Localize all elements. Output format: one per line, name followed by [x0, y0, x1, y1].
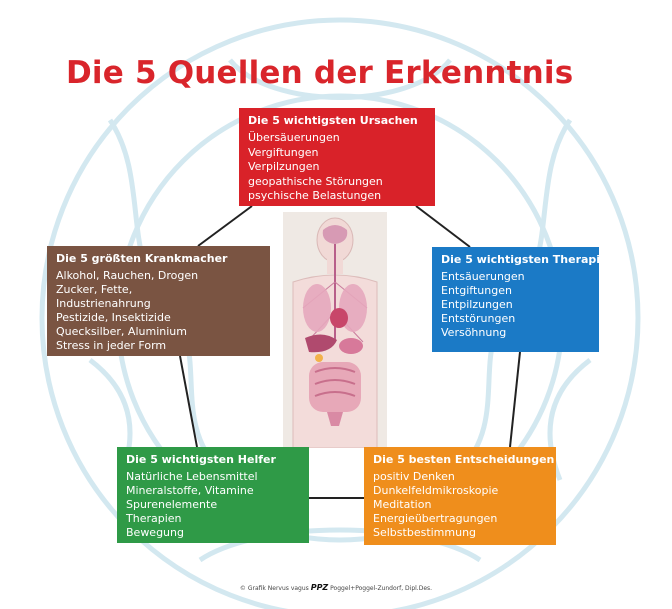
list-item: Entstörungen [441, 312, 516, 325]
page-title: Die 5 Quellen der Erkenntnis [66, 55, 574, 91]
list-item: Energieübertragungen [373, 512, 498, 525]
human-anatomy-illustration [283, 212, 387, 448]
box-causes: Die 5 wichtigsten Ursachen Übersäuerunge… [239, 108, 435, 206]
box-helpers: Die 5 wichtigsten Helfer Natürliche Lebe… [117, 447, 309, 543]
box-illness-heading: Die 5 größten Krankmacher [56, 252, 228, 265]
box-causes-heading: Die 5 wichtigsten Ursachen [248, 114, 418, 127]
list-item: Quecksilber, Aluminium [56, 325, 187, 338]
box-therapies-heading: Die 5 wichtigsten Therapien [441, 253, 599, 266]
credit-suffix: Poggel+Poggel-Zundorf, Dipl.Des. [330, 585, 433, 592]
list-item: positiv Denken [373, 470, 455, 483]
list-item: Natürliche Lebensmittel [126, 470, 258, 483]
list-item: geopathische Störungen [248, 174, 383, 188]
list-item: Selbstbestimmung [373, 526, 477, 539]
list-item: Entgiftungen [441, 284, 512, 297]
list-item: Vergiftungen [248, 145, 319, 159]
box-therapies: Die 5 wichtigsten Therapien Entsäuerunge… [432, 247, 599, 352]
list-item: Pestizide, Insektizide [56, 311, 171, 324]
credit-prefix: © Grafik Nervus vagus [239, 585, 309, 592]
list-item: Meditation [373, 498, 432, 511]
list-item: psychische Belastungen [248, 189, 382, 202]
list-item: Zucker, Fette, [56, 283, 133, 296]
list-item: Übersäuerungen [248, 131, 340, 144]
list-item: Therapien [126, 512, 182, 525]
list-item: Spurenelemente [126, 498, 218, 511]
list-item: Bewegung [126, 526, 184, 539]
list-item: Verpilzungen [248, 160, 320, 173]
list-item: Versöhnung [441, 326, 507, 339]
list-item: Entpilzungen [441, 298, 513, 311]
ppz-logo: PPZ [310, 583, 329, 592]
box-helpers-heading: Die 5 wichtigsten Helfer [126, 453, 276, 466]
list-item: Stress in jeder Form [56, 339, 167, 352]
box-decisions-heading: Die 5 besten Entscheidungen [373, 453, 555, 466]
credit-line: © Grafik Nervus vagus PPZ Poggel+Poggel-… [0, 583, 672, 592]
list-item: Entsäuerungen [441, 270, 525, 283]
list-item: Industrienahrung [56, 297, 151, 310]
list-item: Dunkelfeldmikroskopie [373, 484, 499, 497]
box-decisions: Die 5 besten Entscheidungen positiv Denk… [364, 447, 556, 545]
box-illness-causes: Die 5 größten Krankmacher Alkohol, Rauch… [47, 246, 270, 356]
list-item: Mineralstoffe, Vitamine [126, 484, 254, 497]
list-item: Alkohol, Rauchen, Drogen [56, 269, 199, 282]
